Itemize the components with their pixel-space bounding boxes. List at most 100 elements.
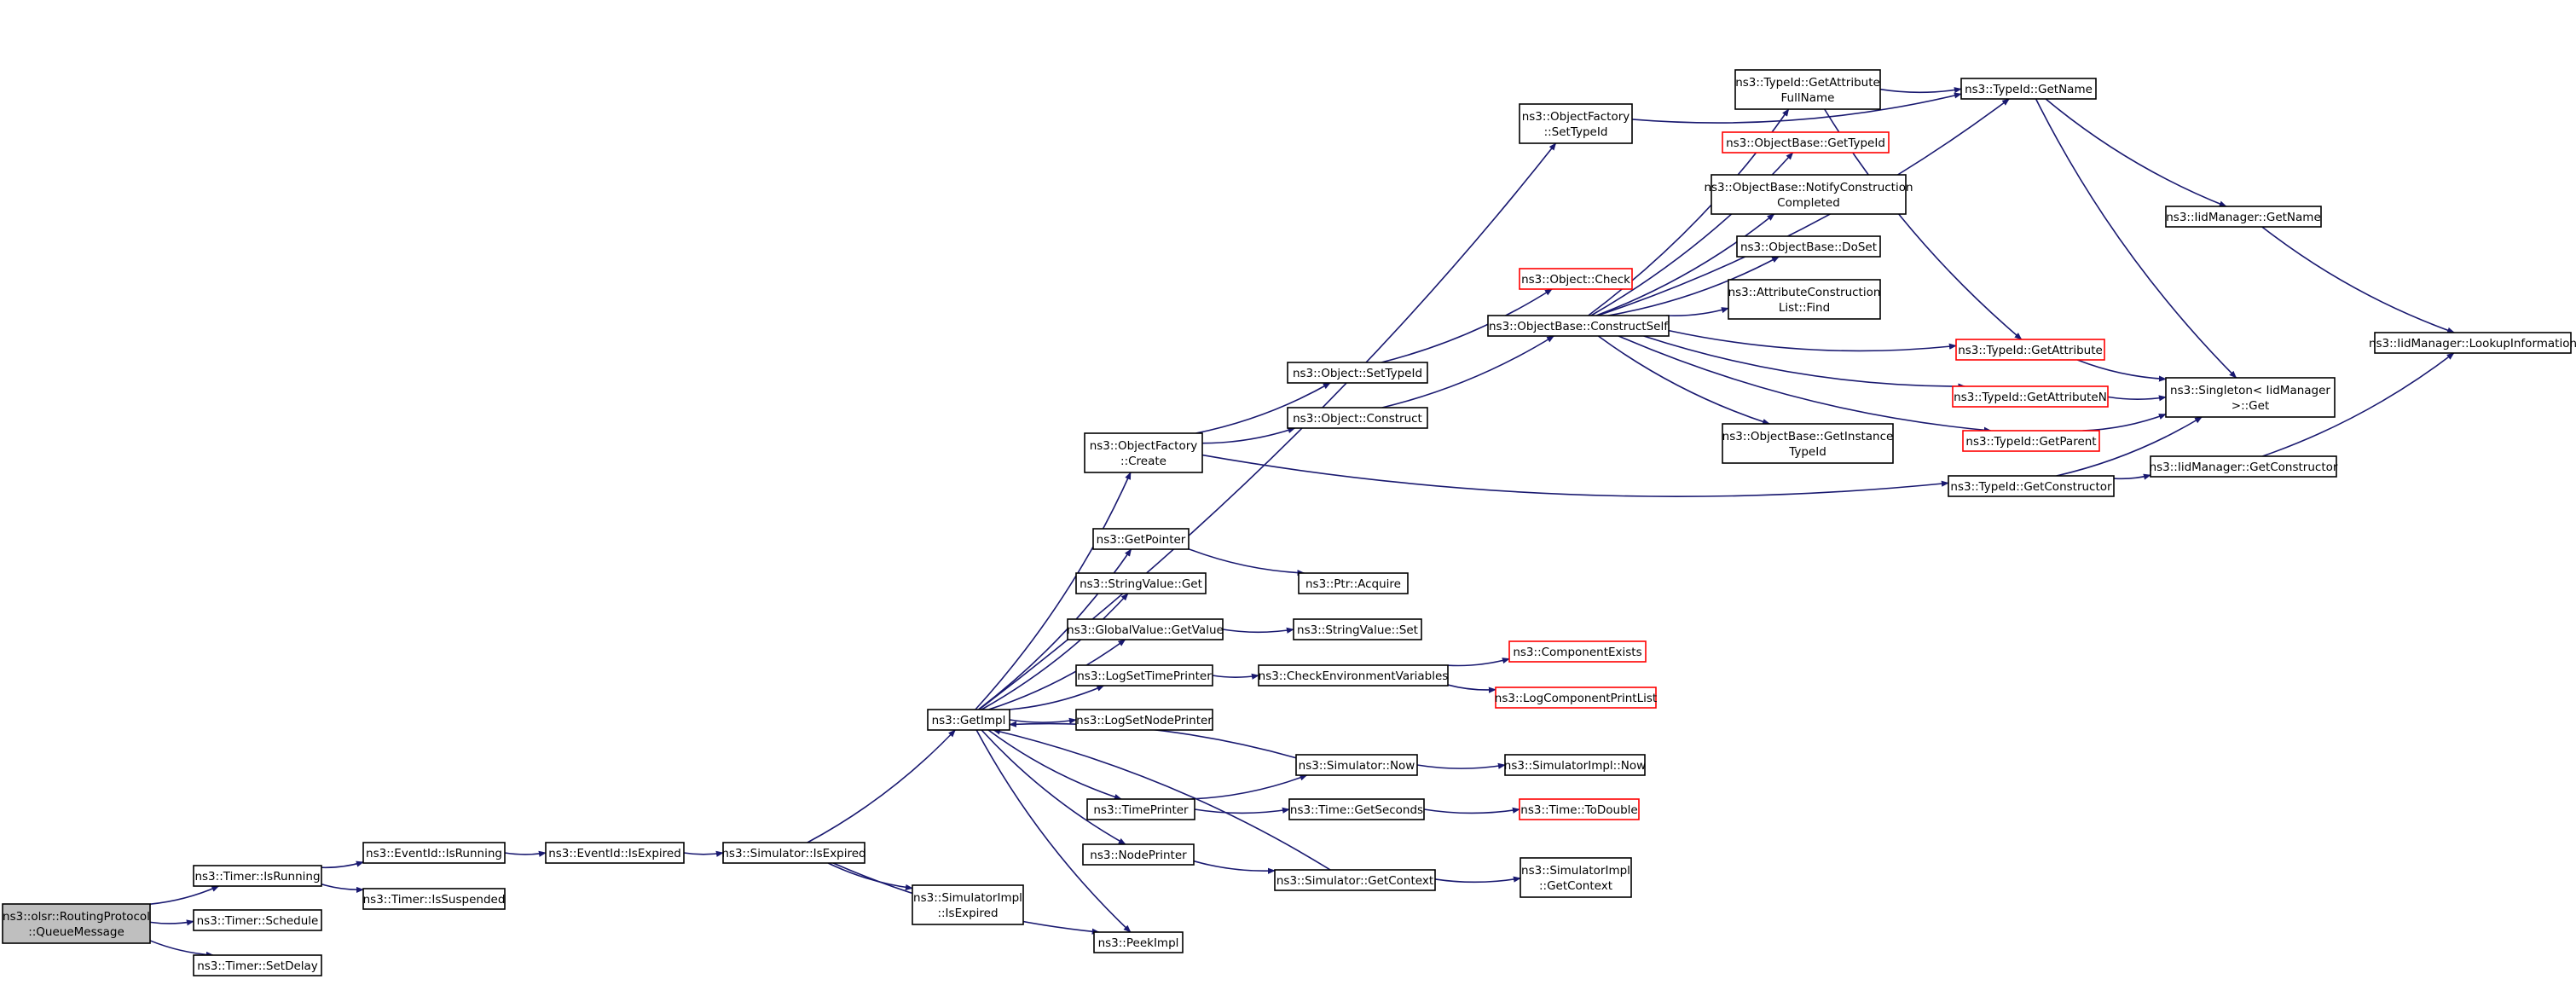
node-simimpl-isexpired[interactable]: ns3::SimulatorImpl::IsExpired [912,884,1024,925]
node-singleton-get[interactable]: ns3::Singleton< IidManager >::Get [2165,377,2336,418]
node-box [193,954,322,976]
node-simimpl-now[interactable]: ns3::SimulatorImpl::Now [1504,754,1646,776]
node-label-line: ns3::TypeId::GetAttribute [1958,344,2103,357]
node-label-line: ns3::ObjectBase::ConstructSelf [1489,320,1669,333]
node-time-todouble[interactable]: ns3::Time::ToDouble [1519,798,1640,820]
node-ptr-acquire[interactable]: ns3::Ptr::Acquire [1298,572,1409,594]
node-simulator-isexpired[interactable]: ns3::Simulator::IsExpired [721,842,866,864]
node-box [1734,69,1881,110]
edge-path [2045,98,2227,207]
node-typeid-getconstructor[interactable]: ns3::TypeId::GetConstructor [1948,475,2115,497]
node-stringvalue-get[interactable]: ns3::StringValue::Get [1075,572,1207,594]
edge-path [1879,87,1962,94]
node-time-getseconds[interactable]: ns3::Time::GetSeconds [1288,798,1425,820]
node-box [927,709,1010,731]
node-typeid-getparent[interactable]: ns3::TypeId::GetParent [1962,430,2100,452]
node-of-create[interactable]: ns3::ObjectFactory::Create [1084,432,1203,473]
edge-path [2261,352,2455,457]
node-logsetnodeprinter[interactable]: ns3::LogSetNodePrinter [1075,709,1213,731]
node-label-line: ns3::Timer::Schedule [197,914,319,928]
edge-objbase_constructself-to-objbase_doset [1607,256,1780,316]
node-timeprinter[interactable]: ns3::TimePrinter [1086,798,1195,820]
node-stringvalue-set[interactable]: ns3::StringValue::Set [1293,618,1422,640]
node-box [1728,279,1881,320]
node-typeid-getattributen[interactable]: ns3::TypeId::GetAttributeN [1952,385,2109,408]
node-box [1084,432,1203,473]
node-box [193,909,322,931]
edge-path [1447,684,1496,693]
node-timer-schedule[interactable]: ns3::Timer::Schedule [193,909,322,931]
node-label-line: ns3::ComponentExists [1513,646,1641,659]
node-getimpl[interactable]: ns3::GetImpl [927,709,1010,731]
node-label-line: ns3::EventId::IsRunning [366,847,502,860]
node-label-line: ns3::Time::ToDouble [1520,803,1637,817]
node-box [545,842,685,864]
edge-globalvalue_getvalue-to-stringvalue_set [1222,627,1294,634]
edge-path [2076,359,2167,382]
edge-path [1188,548,1305,577]
node-object-check[interactable]: ns3::Object::Check [1519,268,1633,290]
node-objbase-gettypeid[interactable]: ns3::ObjectBase::GetTypeId [1722,131,1890,154]
node-timer-issuspended[interactable]: ns3::Timer::IsSuspended [362,888,506,910]
node-checkenv[interactable]: ns3::CheckEnvironmentVariables [1258,664,1449,687]
node-globalvalue-getvalue[interactable]: ns3::GlobalValue::GetValue [1067,618,1224,640]
node-of-settypeid[interactable]: ns3::ObjectFactory::SetTypeId [1519,103,1633,144]
edge-path [2113,473,2151,480]
node-simulator-getcontext[interactable]: ns3::Simulator::GetContext [1274,869,1436,891]
node-label-line: ns3::Simulator::IsExpired [721,847,865,860]
edge-path [977,548,1132,710]
node-label-line: ns3::TypeId::GetAttribute [1735,76,1880,90]
node-box [1711,174,1907,215]
node-componentexists[interactable]: ns3::ComponentExists [1508,640,1647,663]
node-eventid-isrunning[interactable]: ns3::EventId::IsRunning [362,842,506,864]
node-objbase-notify[interactable]: ns3::ObjectBase::NotifyConstructionCompl… [1704,174,1913,215]
edge-path [1381,335,1554,408]
node-object-construct[interactable]: ns3::Object::Construct [1287,407,1428,429]
node-label-line: ns3::Object::Construct [1293,412,1422,426]
node-objbase-doset[interactable]: ns3::ObjectBase::DoSet [1736,235,1881,258]
node-label-line: ::IsExpired [937,907,998,920]
node-iidmanager-lookupinfo[interactable]: ns3::IidManager::LookupInformation [2369,332,2576,354]
node-getpointer[interactable]: ns3::GetPointer [1092,528,1190,550]
node-timer-setdelay[interactable]: ns3::Timer::SetDelay [193,954,322,976]
edge-objbase_constructself-to-objbase_notify [1595,213,1775,316]
node-label-line: ns3::LogComponentPrintList [1495,692,1657,705]
node-logsettimeprinter[interactable]: ns3::LogSetTimePrinter [1075,664,1213,687]
node-label-line: ns3::NodePrinter [1090,849,1187,862]
node-iidmanager-getname[interactable]: ns3::IidManager::GetName [2165,206,2322,228]
edge-eventid_isrunning-to-eventid_isexpired [504,850,547,857]
node-typeid-getname[interactable]: ns3::TypeId::GetName [1960,78,2097,100]
node-simimpl-getcontext[interactable]: ns3::SimulatorImpl::GetContext [1520,857,1632,898]
node-object-settypeid[interactable]: ns3::Object::SetTypeId [1287,362,1428,384]
edge-getimpl-to-globalvalue_getvalue [988,639,1126,710]
node-label-line: ns3::IidManager::LookupInformation [2369,337,2576,351]
edge-path [1009,685,1105,710]
node-label-line: ns3::StringValue::Get [1080,577,1202,591]
node-logcomponentprintlist[interactable]: ns3::LogComponentPrintList [1495,687,1657,709]
node-label-line: ns3::GetImpl [932,714,1006,727]
node-iidmanager-getconstructor[interactable]: ns3::IidManager::GetConstructor [2150,455,2338,478]
edge-object_settypeid-to-object_check [1381,288,1553,363]
node-label-line: ns3::IidManager::GetName [2166,211,2321,224]
edge-root-to-timer_setdelay [149,940,214,959]
node-peekimpl[interactable]: ns3::PeekImpl [1093,931,1184,953]
edge-timer_isrunning-to-eventid_isrunning [321,860,364,869]
edge-path [321,860,364,869]
node-root[interactable]: ns3::olsr::RoutingProtocol::QueueMessage [2,903,151,944]
node-objbase-constructself[interactable]: ns3::ObjectBase::ConstructSelf [1487,315,1670,337]
node-eventid-isexpired[interactable]: ns3::EventId::IsExpired [545,842,685,864]
node-box [1736,235,1881,258]
node-nodeprinter[interactable]: ns3::NodePrinter [1082,843,1195,866]
node-label-line: ns3::CheckEnvironmentVariables [1259,669,1449,683]
node-box [1082,843,1195,866]
node-timer-isrunning[interactable]: ns3::Timer::IsRunning [193,865,322,887]
node-typeid-getattribute[interactable]: ns3::TypeId::GetAttribute [1955,339,2105,361]
node-label-line: TypeId [1788,445,1826,459]
node-box [1288,798,1425,820]
node-simulator-now[interactable]: ns3::Simulator::Now [1295,754,1418,776]
node-box [1093,931,1184,953]
edge-objbase_constructself-to-typeid_getname [1597,98,2010,316]
